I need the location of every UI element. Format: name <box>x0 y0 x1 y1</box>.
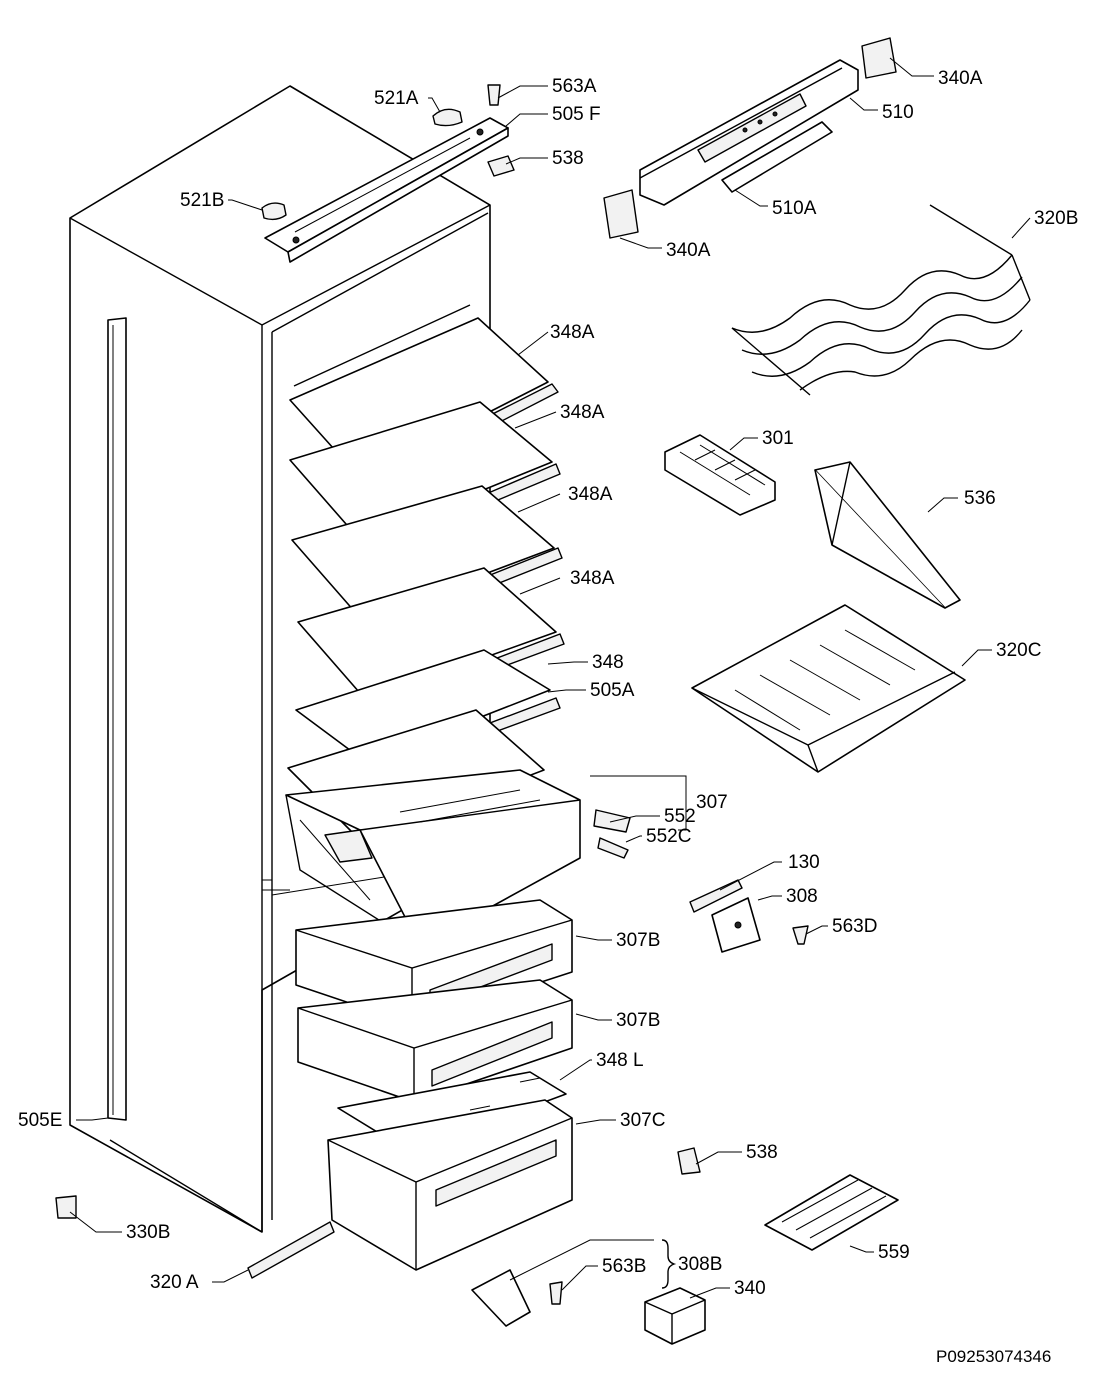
crisper-307 <box>285 769 631 947</box>
part-308b <box>471 1269 531 1327</box>
part-552c <box>597 837 629 859</box>
callout-510: 510 <box>882 102 914 123</box>
callout-307: 307 <box>696 792 728 813</box>
callout-510a: 510A <box>772 198 817 219</box>
ice-tray-301 <box>664 434 776 516</box>
callout-307b: 307B <box>616 1010 660 1031</box>
callout-348l: 348 L <box>596 1050 644 1071</box>
part-521b <box>261 202 287 221</box>
callout-348a: 348A <box>560 402 605 423</box>
wine-rack-320b <box>731 204 1031 396</box>
glass-shelves <box>287 304 565 841</box>
shelf-320c <box>691 604 966 773</box>
part-538-top <box>487 155 515 177</box>
callout-559: 559 <box>878 1242 910 1263</box>
control-housing-510 <box>603 37 897 239</box>
callout-307c: 307C <box>620 1110 665 1131</box>
callout-348a: 348A <box>568 484 613 505</box>
drawer-307b-2 <box>297 979 573 1103</box>
callout-340a: 340A <box>666 240 711 261</box>
part-563b <box>549 1281 563 1305</box>
callout-563d: 563D <box>832 916 877 937</box>
callout-505e: 505E <box>18 1110 62 1131</box>
callout-348a: 348A <box>570 568 615 589</box>
callout-552c: 552C <box>646 826 691 847</box>
callout-130: 130 <box>788 852 820 873</box>
part-340a-left <box>603 189 639 239</box>
callout-538: 538 <box>746 1142 778 1163</box>
callout-348: 348 <box>592 652 624 673</box>
callout-308b: 308B <box>678 1254 722 1275</box>
callout-521a: 521A <box>374 88 419 109</box>
callout-320a: 320 A <box>150 1272 199 1293</box>
callout-563b: 563B <box>602 1256 646 1277</box>
part-340a-top <box>861 37 897 79</box>
callout-labels: 563A 521A 505 F 538 521B 340A 510 510A 3… <box>18 68 1078 1299</box>
top-rail-505f <box>261 84 515 263</box>
tray-536 <box>814 461 961 609</box>
callout-307b: 307B <box>616 930 660 951</box>
part-521a <box>432 108 463 127</box>
callout-320c: 320C <box>996 640 1041 661</box>
callout-505f: 505 F <box>552 104 601 125</box>
callout-330b: 330B <box>126 1222 170 1243</box>
callout-301: 301 <box>762 428 794 449</box>
callout-308: 308 <box>786 886 818 907</box>
drawer-307c <box>327 1099 573 1271</box>
grille-559 <box>764 1174 899 1251</box>
part-130 <box>689 879 743 913</box>
part-563a <box>487 84 501 106</box>
part-510a <box>721 121 833 193</box>
callout-320b: 320B <box>1034 208 1078 229</box>
callout-348a: 348A <box>550 322 595 343</box>
part-563d <box>792 925 809 945</box>
document-code: P09253074346 <box>936 1347 1051 1366</box>
part-552 <box>593 809 631 833</box>
leader-lines <box>69 57 1031 1299</box>
part-538-bottom <box>677 1147 701 1175</box>
bottom-parts <box>55 1195 706 1345</box>
callout-505a: 505A <box>590 680 635 701</box>
callout-536: 536 <box>964 488 996 509</box>
callout-340: 340 <box>734 1278 766 1299</box>
callout-340a: 340A <box>938 68 983 89</box>
part-340 <box>644 1287 706 1345</box>
hinge-parts <box>677 879 809 1175</box>
callout-538: 538 <box>552 148 584 169</box>
callout-563a: 563A <box>552 76 597 97</box>
callout-552: 552 <box>664 806 696 827</box>
callout-521b: 521B <box>180 190 224 211</box>
part-320a <box>247 1221 335 1279</box>
